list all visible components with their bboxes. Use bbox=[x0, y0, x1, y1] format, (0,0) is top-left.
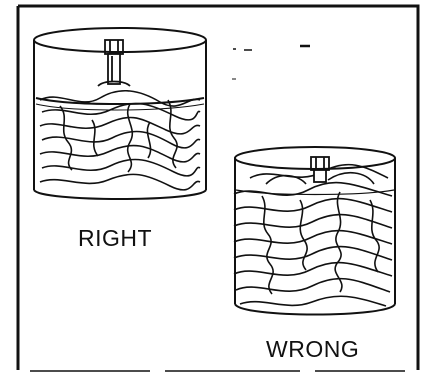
right-label: RIGHT bbox=[78, 225, 152, 252]
jar-right-post bbox=[98, 40, 130, 86]
figure-border bbox=[18, 6, 418, 371]
jar-right-correct-icon bbox=[34, 28, 206, 199]
stray-marks bbox=[232, 46, 310, 79]
jar-right-contents bbox=[40, 91, 200, 190]
jar-wrong-contents bbox=[234, 165, 392, 306]
jar-wrong-overfilled-icon bbox=[234, 147, 395, 315]
jar-wrong-liquid-line bbox=[236, 190, 394, 195]
wrong-label: WRONG bbox=[266, 336, 359, 363]
jar-right-liquid-line bbox=[36, 98, 204, 104]
